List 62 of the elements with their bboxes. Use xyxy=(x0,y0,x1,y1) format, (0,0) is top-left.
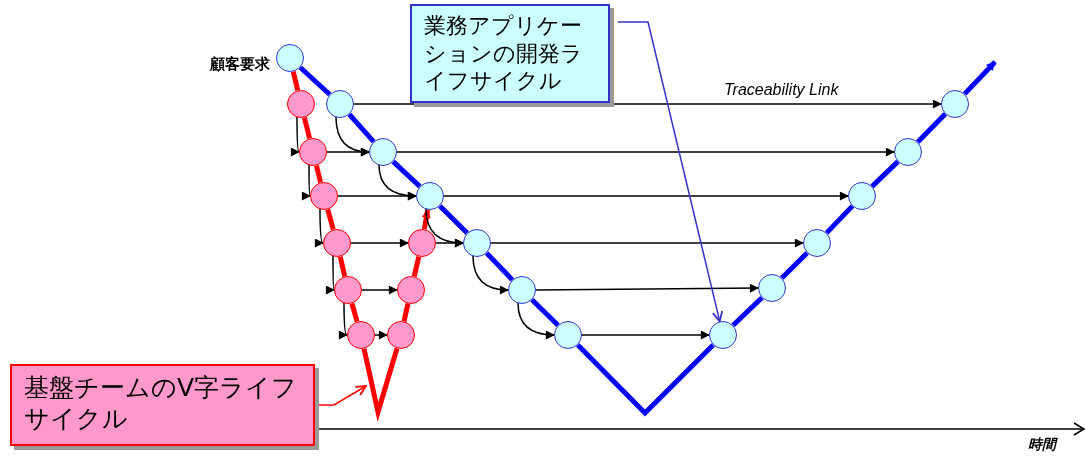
trace-arrow xyxy=(350,238,409,248)
circle-node xyxy=(408,229,436,257)
v-line xyxy=(780,251,809,280)
circle-node xyxy=(803,229,831,257)
edge-label: Traceability Link xyxy=(722,81,841,99)
leader-arrow xyxy=(317,385,367,406)
v-line xyxy=(870,159,900,189)
v-line xyxy=(337,256,348,277)
trace-arrow xyxy=(490,238,804,248)
circle-node xyxy=(554,321,582,349)
v-line xyxy=(361,347,400,422)
v-line xyxy=(301,116,313,140)
v-line xyxy=(916,112,947,144)
circle-node xyxy=(463,229,491,257)
circle-node xyxy=(347,321,375,349)
circle-node xyxy=(299,138,327,166)
circle-node xyxy=(941,90,969,118)
v-line-arrow xyxy=(421,208,431,230)
axis-label: 時間 xyxy=(1028,436,1056,454)
v-line xyxy=(349,302,360,323)
trace-arrow xyxy=(581,330,710,340)
v-line xyxy=(298,65,332,97)
node-caption: 顧客要求 xyxy=(208,55,270,74)
v-line xyxy=(391,159,422,189)
v-line xyxy=(313,164,324,184)
circle-node xyxy=(323,229,351,257)
v-line xyxy=(325,208,336,231)
v-line xyxy=(290,71,301,91)
circle-node xyxy=(334,276,362,304)
circle-node xyxy=(310,182,338,210)
trace-arrow xyxy=(443,191,849,201)
v-line xyxy=(438,204,469,235)
trace-arrow xyxy=(374,330,388,340)
curved-arrow xyxy=(378,164,417,201)
v-line xyxy=(401,303,411,322)
curved-arrow xyxy=(472,255,509,295)
circle-node xyxy=(508,276,536,304)
circle-node xyxy=(709,321,737,349)
circle-node xyxy=(369,138,397,166)
circle-node xyxy=(758,274,786,302)
v-line xyxy=(824,204,855,235)
circle-node xyxy=(276,44,304,72)
leader-arrow xyxy=(617,21,724,323)
circle-node xyxy=(326,90,354,118)
circle-node xyxy=(416,182,444,210)
v-line xyxy=(731,295,764,328)
curved-arrow xyxy=(335,116,370,157)
circle-node xyxy=(848,182,876,210)
circle-node xyxy=(387,321,415,349)
v-line xyxy=(411,256,422,277)
trace-arrow xyxy=(396,147,895,157)
curved-arrow xyxy=(425,208,464,248)
v-line xyxy=(484,251,515,282)
curved-arrow xyxy=(517,302,555,340)
v-line xyxy=(576,343,715,417)
circle-node xyxy=(397,276,425,304)
circle-node xyxy=(287,90,315,118)
trace-arrow xyxy=(361,285,398,295)
circle-node xyxy=(894,138,922,166)
v-line-arrow xyxy=(962,60,997,96)
v-line xyxy=(530,298,560,327)
v-line xyxy=(347,112,376,144)
